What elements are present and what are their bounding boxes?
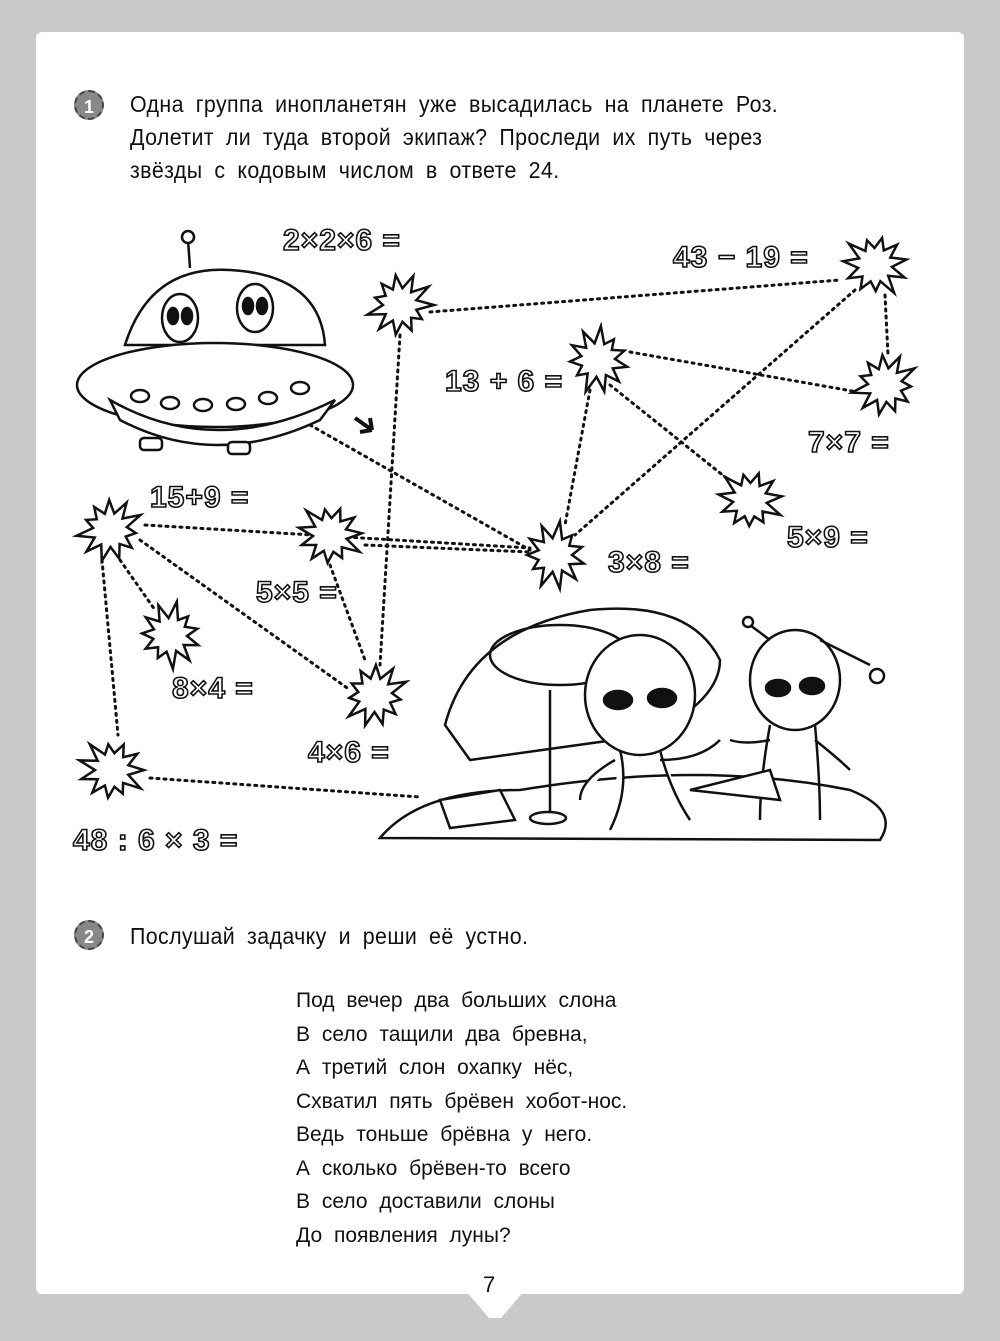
star-burst-icon (566, 321, 631, 397)
star-burst-icon (74, 740, 149, 801)
star-burst-icon (344, 661, 411, 730)
task-1-line-2: Долетит ли туда второй экипаж? Проследи … (130, 124, 763, 150)
ufo-illustration (75, 229, 355, 456)
arrow-icon (353, 416, 374, 434)
expression-48div6x3: 48 : 6 × 3 = (72, 823, 239, 858)
star-burst-icon (523, 516, 588, 594)
star-burst-icon (294, 505, 367, 567)
task-2-instruction: Послушай задачку и реши её устно. (130, 923, 529, 949)
expression-15+9: 15+9 = (149, 480, 250, 515)
star-burst-icon (838, 234, 911, 298)
task-1-line-1: Одна группа инопланетян уже высадилась н… (130, 91, 779, 117)
star-burst-icon (362, 271, 439, 339)
poem-line: До появления луны? (296, 1223, 511, 1247)
poem: Под вечер два больших слона В село тащил… (296, 984, 627, 1252)
task-1-line-3: звёзды с кодовым числом в ответе 24. (130, 157, 560, 183)
expression-3x8: 3×8 = (607, 545, 690, 580)
poem-line: В село доставили слоны (296, 1190, 555, 1213)
poem-line: А сколько брёвен-то всего (296, 1156, 571, 1180)
star-burst-icon (138, 597, 202, 674)
star-burst-icon (847, 351, 919, 419)
expression-4x6: 4×6 = (307, 735, 390, 770)
poem-line: Ведь тоньше брёвна у него. (296, 1123, 593, 1146)
poem-line: А третий слон охапку нёс, (296, 1056, 574, 1079)
page-number: 7 (483, 1272, 496, 1297)
expression-5x5: 5×5 = (255, 575, 338, 610)
star-burst-icon (71, 496, 145, 566)
expression-2x2x6: 2×2×6 = (282, 223, 401, 258)
task-2-badge: 2 (74, 920, 104, 950)
task-1-badge: 1 (74, 90, 104, 120)
expression-8x4: 8×4 = (171, 671, 254, 706)
star-burst-icon (714, 470, 787, 529)
expression-13+6: 13 + 6 = (444, 364, 564, 399)
dotted-paths (100, 278, 890, 799)
expression-43-19: 43 − 19 = (672, 240, 809, 275)
expression-7x7: 7×7 = (807, 425, 890, 460)
expression-5x9: 5×9 = (786, 520, 869, 555)
poem-line: Схватил пять брёвен хобот-нос. (296, 1089, 628, 1113)
planet-island-illustration (377, 607, 887, 842)
poem-line: В село тащили два бревна, (296, 1022, 588, 1046)
poem-line: Под вечер два больших слона (296, 989, 617, 1012)
